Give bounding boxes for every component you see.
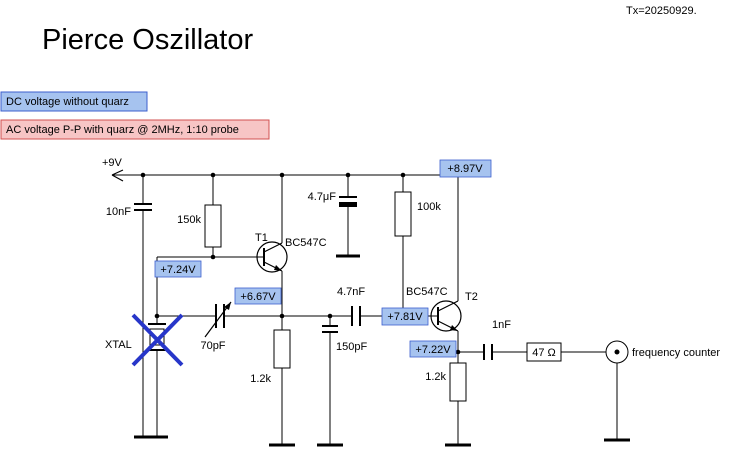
dc-label-t2-base-box [381,307,429,326]
supply-arrow-icon [111,169,124,182]
crossed-out-icon [131,313,184,367]
resistor-150k-icon [204,204,222,248]
resistor-1k2-t2-icon [449,362,467,402]
dc-label-t2-emitter: +7.22V [415,344,451,356]
cap-4n7-label: 4.7nF [337,286,365,298]
t2-emitter-arrow-icon [450,325,458,331]
dc-label-t2-base: +7.81V [387,311,423,323]
t1-emitter-arrow-icon [274,265,282,271]
resistor-47ohm-label: 47 Ω [532,347,556,359]
dc-voltage-labels: +8.97V +7.24V +6.67V +7.81V +7.22V [154,159,492,358]
frequency-counter-label: frequency counter [632,347,720,359]
capacitor-plates [134,196,493,360]
xtal-label: XTAL [105,339,132,351]
legend-dc-box [0,91,148,112]
cap-150pf-icon [322,325,338,333]
dc-label-rail: +8.97V [447,163,483,175]
legend: DC voltage without quarz AC voltage P-P … [0,91,270,140]
transistor-t1-icon [256,241,288,273]
dc-label-rail-box [439,159,492,178]
crystal-plates-icon [148,323,166,351]
legend-ac-box [0,119,270,140]
trimmer-70pf-icon [215,304,225,328]
legend-ac-label: AC voltage P-P with quarz @ 2MHz, 1:10 p… [6,124,239,136]
cap-4n7-icon [351,306,361,326]
dc-label-t1-base-box [154,260,202,278]
junction-dots [140,172,461,355]
legend-dc-label: DC voltage without quarz [6,96,129,108]
trimmer-70pf-label: 70pF [200,340,225,352]
supply-9v-label: +9V [102,157,123,169]
transistor-t2-icon [430,300,462,332]
resistor-100k-icon [394,191,412,237]
resistor-1k2-t1-label: 1.2k [250,373,271,385]
cap-1nf-label: 1nF [492,319,511,331]
component-labels: +9V 10nF 150k T1 BC547C 4.7μF 100k XTAL … [102,157,720,385]
resistor-100k-label: 100k [417,201,441,213]
dc-label-t1-base: +7.24V [160,264,196,276]
resistor-1k2-t2-label: 1.2k [425,371,446,383]
page-title: Pierce Oszillator [42,24,253,56]
timestamp-note: Tx=20250929. [626,5,697,17]
resistor-47ohm-icon [526,342,562,362]
dc-label-t2-emitter-box [409,340,457,358]
cap-4u7-polar-plate-icon [339,202,357,207]
cap-1nf-icon [483,344,493,360]
cap-4u7-label: 4.7μF [308,191,337,203]
t2-ref-label: T2 [465,291,478,303]
t1-ref-label: T1 [255,232,268,244]
dc-label-t1-emitter-box [234,287,282,305]
resistor-1k2-t1-icon [273,329,291,369]
cap-10nf-icon [134,203,152,211]
trimmer-arrow-icon [204,301,232,338]
dc-label-t1-emitter: +6.67V [240,291,276,303]
t2-part-label: BC547C [406,286,448,298]
cap-150pf-label: 150pF [336,341,367,353]
cap-10nf-label: 10nF [106,206,131,218]
ground-icons [134,254,630,447]
resistor-150k-label: 150k [177,214,201,226]
bnc-connector-icon [605,340,629,364]
t1-part-label: BC547C [285,237,327,249]
